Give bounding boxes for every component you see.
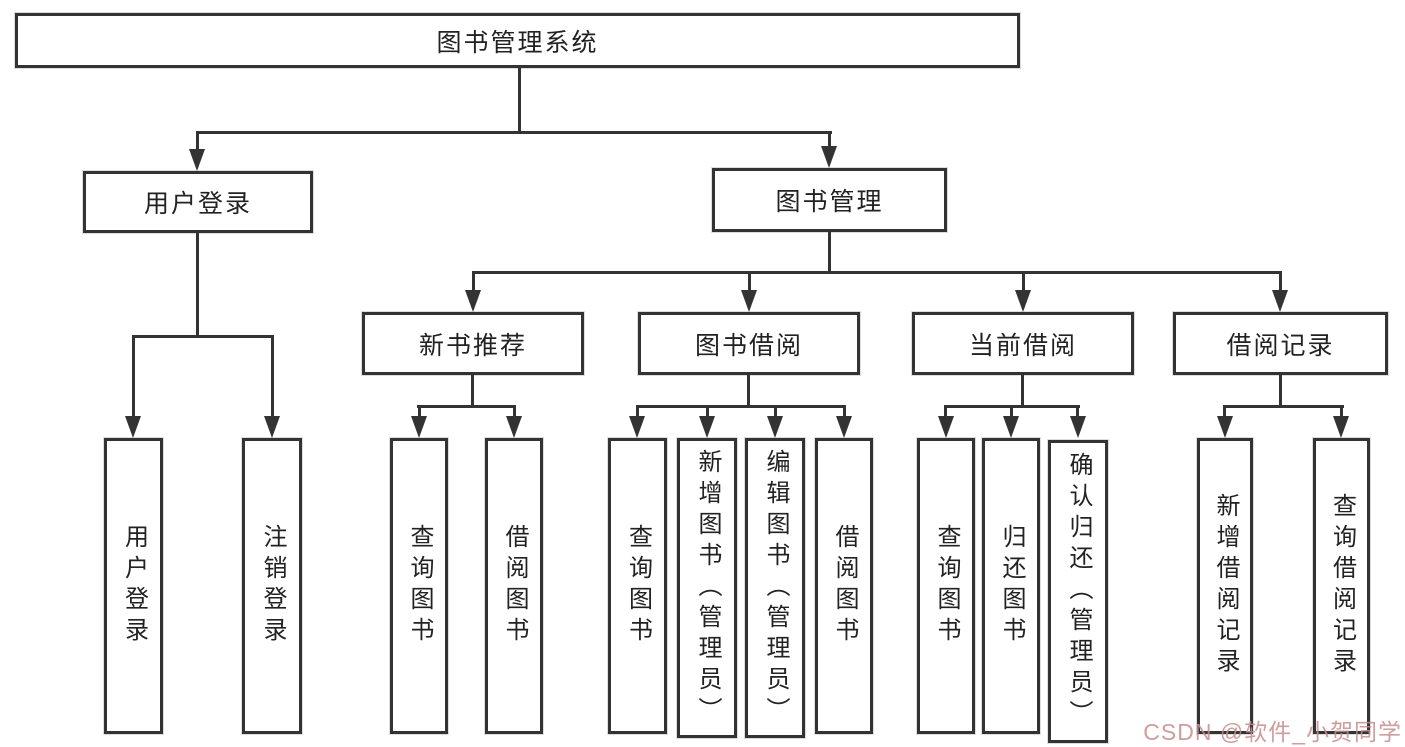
leaf-label: 借阅图书 [501,524,528,648]
connector-line [774,405,777,418]
arrowhead-down-icon [189,149,205,171]
connector-line [513,405,516,418]
connector-line [472,271,1282,274]
node-borrow-records: 借阅记录 [1173,312,1388,375]
arrowhead-down-icon [1015,290,1031,312]
leaf-label: 新增借阅记录 [1212,493,1239,679]
arrowhead-down-icon [506,416,522,438]
connector-line [1223,405,1344,408]
connector-line [196,233,199,335]
connector-line [471,375,474,408]
connector-line [271,335,274,420]
arrowhead-down-icon [741,290,757,312]
connector-line [196,131,199,152]
connector-line [748,271,751,291]
leaf-query-books: 查询图书 [608,438,667,734]
node-new-book-recommend: 新书推荐 [362,312,584,375]
leaf-return-books: 归还图书 [982,438,1040,734]
arrowhead-down-icon [821,146,837,168]
connector-line [828,131,831,149]
connector-line [418,405,421,418]
connector-line [472,271,475,291]
connector-line [417,405,516,408]
leaf-label: 归还图书 [998,524,1025,648]
arrowhead-down-icon [767,416,783,438]
arrowhead-down-icon [836,416,852,438]
connector-line [1022,271,1025,291]
leaf-query-borrow-record: 查询借阅记录 [1313,438,1370,734]
leaf-user-login: 用户登录 [104,438,163,734]
arrowhead-down-icon [465,290,481,312]
arrowhead-down-icon [629,416,645,438]
node-user-login: 用户登录 [83,171,313,233]
connector-line [132,335,274,338]
connector-line [1223,405,1226,418]
leaf-logout: 注销登录 [242,438,302,734]
connector-line [843,405,846,418]
arrowhead-down-icon [938,416,954,438]
leaf-label: 查询图书 [933,524,960,648]
leaf-label: 编辑图书（管理员） [762,448,789,728]
connector-line [1010,405,1013,418]
connector-line [747,375,750,408]
arrowhead-down-icon [1217,416,1233,438]
csdn-watermark: CSDN @软件_小贺同学 [1143,719,1402,745]
leaf-label: 查询图书 [624,524,652,648]
leaf-label: 借阅图书 [831,524,858,648]
arrowhead-down-icon [264,416,280,438]
connector-line [828,232,831,274]
leaf-label: 用户登录 [120,524,148,648]
leaf-borrow-books: 借阅图书 [485,438,543,734]
connector-line [706,405,709,418]
connector-line [132,335,135,420]
node-current-borrowing: 当前借阅 [912,312,1134,375]
leaf-query-books: 查询图书 [917,438,975,734]
leaf-label: 注销登录 [259,524,286,648]
arrowhead-down-icon [411,416,427,438]
leaf-borrow-books: 借阅图书 [815,438,873,734]
node-book-borrowing: 图书借阅 [638,312,860,375]
arrowhead-down-icon [1333,416,1349,438]
connector-line [1021,375,1024,408]
connector-line [1340,405,1343,418]
connector-line [1279,271,1282,291]
leaf-label: 查询借阅记录 [1328,493,1356,679]
connector-line [636,405,846,408]
leaf-confirm-return-admin: 确认归还（管理员） [1048,440,1108,743]
arrowhead-down-icon [699,416,715,438]
connector-line [944,405,947,418]
connector-line [636,405,639,418]
leaf-add-borrow-record: 新增借阅记录 [1197,438,1253,734]
leaf-label: 确认归还（管理员） [1065,452,1092,731]
leaf-label: 新增图书（管理员） [694,448,721,728]
node-book-management: 图书管理 [712,168,947,232]
connector-line [1076,405,1079,418]
connector-line [1279,375,1282,408]
connector-line [518,68,521,134]
connector-line [196,131,832,134]
arrowhead-down-icon [125,416,141,438]
leaf-add-book-admin: 新增图书（管理员） [677,438,737,738]
arrowhead-down-icon [1003,416,1019,438]
arrowhead-down-icon [1070,416,1086,438]
leaf-query-books: 查询图书 [390,438,448,734]
node-library-management-system: 图书管理系统 [15,13,1020,68]
leaf-label: 查询图书 [406,524,433,648]
arrowhead-down-icon [1272,290,1288,312]
leaf-edit-book-admin: 编辑图书（管理员） [745,438,805,738]
